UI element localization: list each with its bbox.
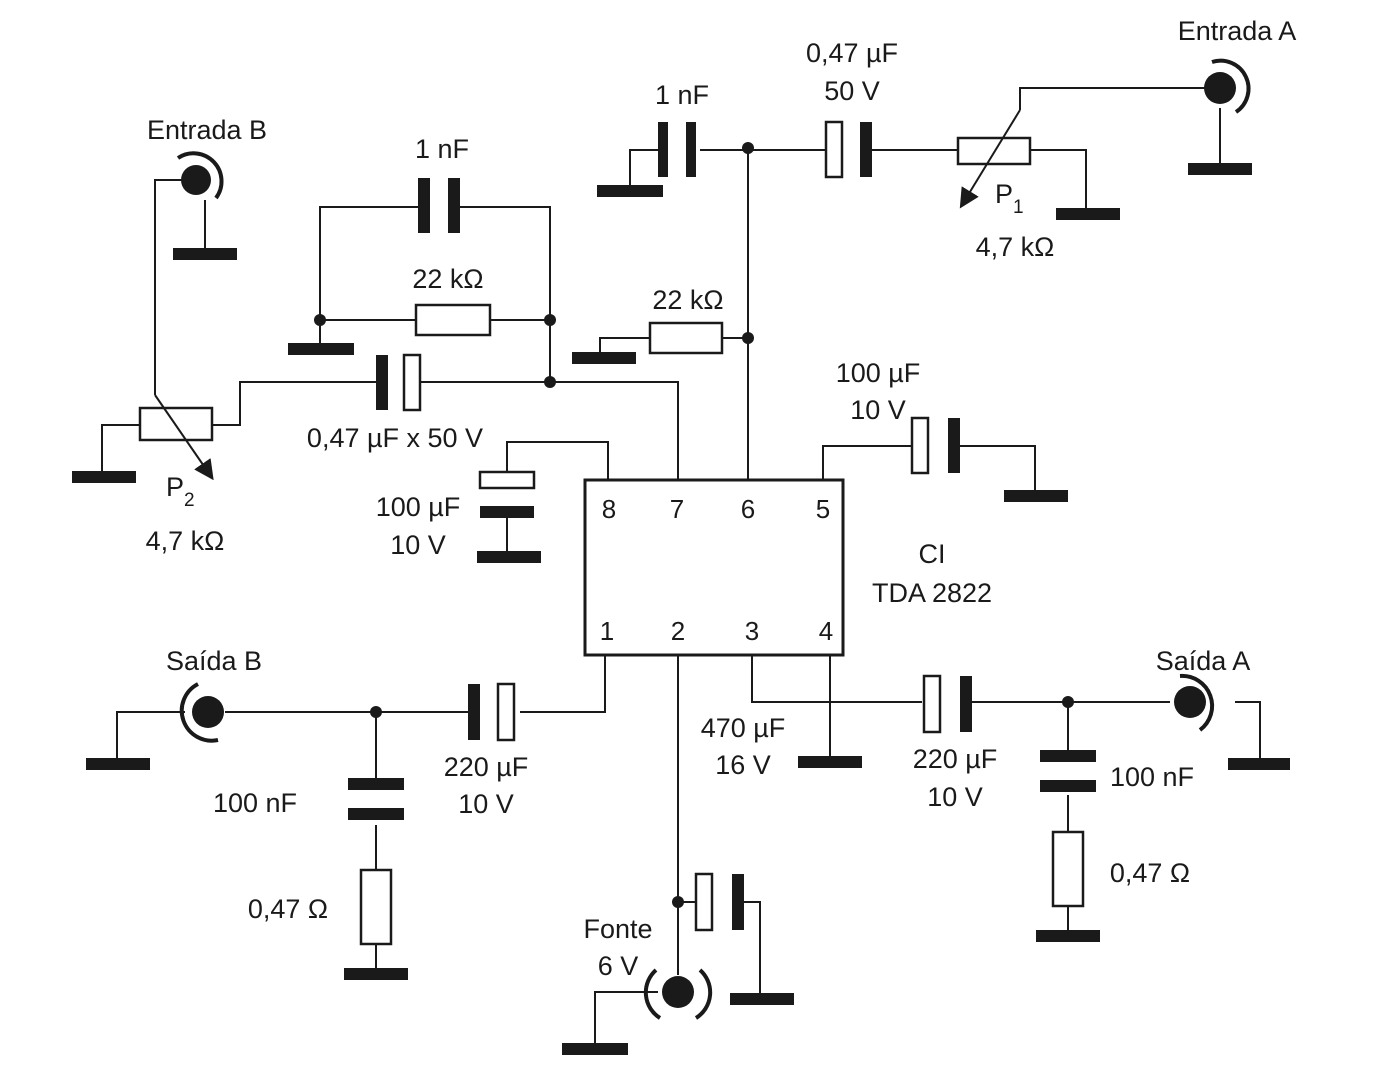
junction-dot [544, 376, 556, 388]
resistor-047-zobel-a-label: 0,47 Ω [1110, 858, 1190, 888]
capacitor-047uf-input-b-label: 0,47 µF x 50 V [307, 423, 483, 453]
wires-top [629, 87, 1221, 480]
capacitor-470uf-supply-voltage: 16 V [715, 750, 771, 780]
pin-1-label: 1 [600, 616, 614, 646]
jack-saida-a-label: Saída A [1156, 646, 1251, 676]
junction-dot [544, 314, 556, 326]
junction-dot [742, 332, 754, 344]
jack-entrada-b [176, 151, 224, 200]
potentiometer-p2 [138, 394, 214, 481]
resistor-22k-feedback-label: 22 kΩ [412, 264, 483, 294]
pin-2-label: 2 [671, 616, 685, 646]
jack-fonte-label: Fonte [583, 914, 652, 944]
capacitor-470uf-supply [694, 872, 744, 932]
resistor-047-zobel-b [359, 868, 393, 946]
capacitor-100nf-zobel-a [1040, 750, 1096, 792]
ground-symbol [1004, 490, 1068, 502]
capacitor-220uf-output-a-value: 220 µF [913, 744, 998, 774]
ic-part-label: TDA 2822 [872, 578, 992, 608]
ground-symbol [798, 756, 862, 768]
junction-dot [314, 314, 326, 326]
ground-symbol [86, 758, 150, 770]
jack-saida-b [179, 682, 224, 743]
capacitor-047uf-input-b [376, 353, 422, 412]
resistor-22k-pin6-label: 22 kΩ [652, 285, 723, 315]
capacitor-220uf-output-a-voltage: 10 V [927, 782, 983, 812]
jack-entrada-b-label: Entrada B [147, 115, 267, 145]
ground-symbol [1036, 930, 1100, 942]
resistor-047-zobel-a [1051, 830, 1085, 908]
ground-symbol [562, 1043, 628, 1055]
potentiometer-p1 [956, 109, 1032, 209]
wires-pin5 [822, 445, 1036, 492]
capacitor-100nf-zobel-b [348, 778, 404, 820]
pin-5-label: 5 [816, 494, 830, 524]
ground-symbol [344, 968, 408, 980]
ground-symbol [72, 471, 136, 483]
jack-fonte [643, 968, 713, 1020]
capacitor-100uf-pin8-voltage: 10 V [390, 530, 446, 560]
junction-dot [1062, 696, 1074, 708]
capacitor-1nf-feedback-label: 1 nF [415, 134, 469, 164]
ground-symbol [1228, 758, 1290, 770]
ground-symbol [1188, 163, 1252, 175]
junction-dot [742, 142, 754, 154]
ic-tda2822: 8 7 6 5 1 2 3 4 [583, 478, 845, 657]
pin-3-label: 3 [745, 616, 759, 646]
jack-saida-b-label: Saída B [166, 646, 262, 676]
ic-ref-label: CI [919, 539, 946, 569]
potentiometer-p2-label: P2 [166, 472, 195, 511]
capacitor-047uf-input-a-voltage: 50 V [824, 76, 880, 106]
ground-symbol [477, 551, 541, 563]
capacitor-470uf-supply-value: 470 µF [701, 713, 786, 743]
ground-symbol [572, 352, 636, 364]
jack-fonte-voltage: 6 V [598, 951, 639, 981]
jack-saida-a [1174, 673, 1215, 732]
capacitor-100uf-pin5-value: 100 µF [836, 358, 921, 388]
pin-7-label: 7 [670, 494, 684, 524]
capacitor-047uf-input-a [824, 120, 872, 179]
capacitor-100nf-zobel-a-label: 100 nF [1110, 762, 1194, 792]
potentiometer-p1-value: 4,7 kΩ [976, 232, 1055, 262]
ground-symbol [730, 993, 794, 1005]
capacitor-1nf-feedback [418, 178, 460, 233]
wires-pin8 [506, 441, 609, 553]
capacitor-100uf-pin8-value: 100 µF [376, 492, 461, 522]
capacitor-1nf-top [658, 122, 696, 177]
capacitor-047uf-input-a-value: 0,47 µF [806, 38, 898, 68]
capacitor-220uf-output-a [922, 674, 972, 734]
junction-dot [672, 896, 684, 908]
jack-entrada-a-label: Entrada A [1178, 16, 1297, 46]
potentiometer-p1-label: P1 [995, 179, 1024, 218]
capacitor-100nf-zobel-b-label: 100 nF [213, 788, 297, 818]
wires-left [101, 179, 748, 480]
pin-8-label: 8 [602, 494, 616, 524]
ground-symbol [1056, 208, 1120, 220]
capacitor-1nf-top-label: 1 nF [655, 80, 709, 110]
resistor-22k-feedback [414, 303, 492, 337]
jack-entrada-a [1204, 58, 1251, 114]
capacitor-220uf-output-b-value: 220 µF [444, 752, 529, 782]
capacitor-220uf-output-b-voltage: 10 V [458, 789, 514, 819]
pin-4-label: 4 [819, 616, 833, 646]
ground-symbol [597, 185, 663, 197]
ground-symbol [288, 343, 354, 355]
junction-dot [370, 706, 382, 718]
capacitor-100uf-pin5-voltage: 10 V [850, 395, 906, 425]
capacitor-100uf-pin5 [910, 416, 960, 475]
capacitor-220uf-output-b [468, 682, 516, 742]
resistor-22k-pin6 [648, 321, 724, 355]
pin-6-label: 6 [741, 494, 755, 524]
resistor-047-zobel-b-label: 0,47 Ω [248, 894, 328, 924]
ground-symbol [173, 248, 237, 260]
potentiometer-p2-value: 4,7 kΩ [146, 526, 225, 556]
wires-output-b [116, 655, 606, 970]
capacitor-100uf-pin8 [478, 470, 536, 518]
